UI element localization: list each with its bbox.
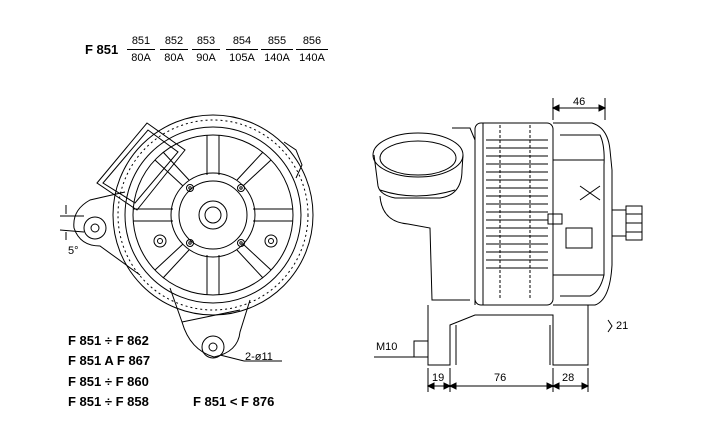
screw-hole — [238, 185, 245, 192]
variant-current: 105A — [229, 52, 255, 64]
cooling-fins — [486, 140, 548, 268]
replacement-item: F 851 ÷ F 858 — [68, 394, 149, 409]
mount-feet — [428, 305, 588, 365]
screw-hole — [187, 185, 194, 192]
housing-spokes — [133, 135, 293, 295]
m10-bolt — [414, 341, 428, 357]
side-housing — [475, 123, 553, 305]
replacement-item: F 851 < F 876 — [193, 394, 275, 409]
regulator — [566, 228, 592, 248]
shaft-collar — [612, 210, 626, 236]
replacement-item: F 851 ÷ F 862 — [68, 333, 149, 348]
replacement-item: F 851 A F 867 — [68, 353, 151, 368]
holes-label: 2-ø11 — [245, 351, 273, 363]
variant-code: 856 — [296, 36, 328, 50]
shaft — [199, 201, 227, 229]
thread-label: M10 — [376, 341, 398, 353]
duct-body — [380, 196, 470, 300]
screw-hole — [187, 240, 194, 247]
variant-current: 80A — [164, 52, 184, 64]
variant-code: 853 — [192, 36, 220, 50]
variant-code: 854 — [226, 36, 258, 50]
angle-label: 5° — [68, 245, 79, 257]
screw-hole — [238, 240, 245, 247]
mount-hole — [265, 235, 277, 247]
side-view — [373, 98, 642, 392]
variant-code: 851 — [127, 36, 155, 50]
front-housing — [553, 123, 612, 305]
air-intake — [373, 133, 463, 177]
variant-current: 140A — [264, 52, 290, 64]
model-label: F 851 — [85, 42, 119, 57]
variant-855: 855 140A — [261, 36, 293, 64]
replacement-item: F 851 ÷ F 860 — [68, 374, 149, 389]
variant-code: 852 — [160, 36, 188, 50]
variant-current: 90A — [196, 52, 216, 64]
housing-outer — [113, 115, 313, 315]
terminal-box — [97, 123, 185, 210]
side-right-label: 21 — [616, 320, 629, 332]
variant-current: 140A — [299, 52, 325, 64]
variant-code: 855 — [261, 36, 293, 50]
variant-856: 856 140A — [296, 36, 328, 64]
hub-outer — [171, 173, 255, 257]
bottom-mount-lug — [170, 288, 250, 357]
variant-851: 851 80A — [127, 36, 155, 64]
mount-hole — [154, 235, 166, 247]
variant-current: 80A — [131, 52, 151, 64]
left-mount-boss — [84, 217, 106, 239]
front-view — [60, 115, 313, 361]
variant-853: 853 90A — [192, 36, 220, 64]
top-width-label: 46 — [573, 96, 586, 108]
bottom-mount-boss — [202, 336, 224, 358]
bottom-left-label: 19 — [432, 372, 445, 384]
variant-854: 854 105A — [226, 36, 258, 64]
bottom-mid-label: 76 — [494, 372, 507, 384]
left-mount-lug — [74, 192, 140, 275]
bottom-right-label: 28 — [562, 372, 575, 384]
variant-852: 852 80A — [160, 36, 188, 64]
